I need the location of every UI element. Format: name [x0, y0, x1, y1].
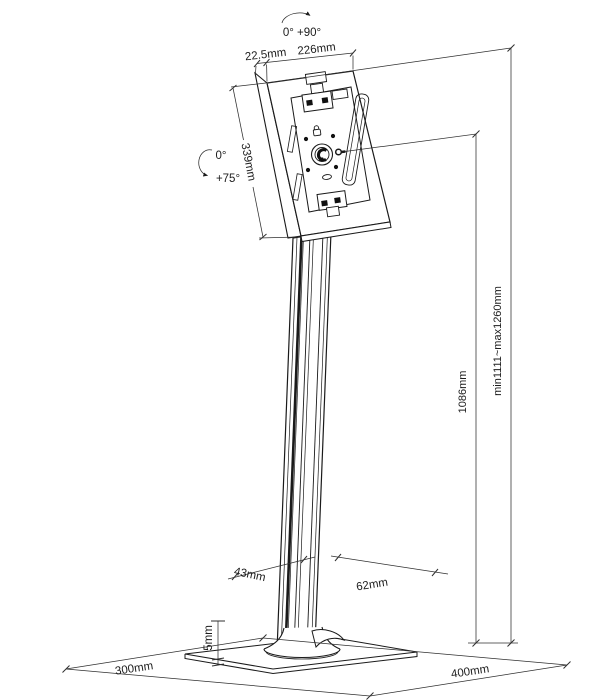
- pole-height-label: 1086mm: [457, 371, 469, 414]
- bottom-clamp-screw: [321, 200, 328, 207]
- tilt-range-label: +75°: [216, 173, 240, 185]
- left-slot: [292, 173, 303, 201]
- top-clamp-screw: [306, 99, 313, 106]
- key: [334, 148, 346, 156]
- head-width-dimension: 22.5mm 226mm: [244, 41, 357, 82]
- side-slot: [341, 93, 370, 186]
- pole-section-dimension: 43mm 62mm: [227, 553, 449, 594]
- tablet-enclosure: [254, 70, 392, 243]
- rotate-arrow-icon: [281, 11, 311, 24]
- base-cover-rim: [263, 648, 341, 659]
- base-cover: [263, 626, 346, 660]
- top-clamp: [301, 71, 334, 113]
- lock-cam: [316, 148, 328, 162]
- padlock-icon: [312, 125, 322, 137]
- overall-height-label: min1111~max1260mm: [492, 286, 504, 396]
- pole-height-dimension: 1086mm: [344, 130, 518, 647]
- screw-hole: [333, 164, 339, 170]
- pole-depth-label: 43mm: [233, 566, 267, 584]
- base-thickness-dimension: 5mm: [203, 620, 225, 667]
- dimensions: 0° +90° 22.5mm 226mm 339mm 0°: [62, 11, 571, 700]
- base-thickness-label: 5mm: [203, 625, 215, 651]
- head-height-label: 339mm: [238, 142, 257, 182]
- screw-hole: [303, 136, 309, 142]
- pole-body: [276, 231, 332, 652]
- cable-slot: [322, 174, 332, 180]
- left-slot: [286, 125, 298, 153]
- bottom-clamp: [316, 190, 348, 218]
- screw-hole: [330, 133, 336, 139]
- base-footprint-dimension: 300mm 400mm: [62, 634, 571, 700]
- tilt-zero-label: 0°: [216, 150, 227, 162]
- lock-inner-ring: [314, 147, 330, 162]
- base-width-label: 400mm: [450, 663, 490, 681]
- head-depth-label: 22.5mm: [244, 47, 287, 64]
- enclosure-bottom-edge: [300, 221, 392, 243]
- pole-width-label: 62mm: [355, 577, 388, 594]
- bottom-clamp-screw: [334, 197, 341, 204]
- base-plate-thickness: [184, 652, 418, 675]
- pole: [276, 231, 332, 652]
- rotation-range-label: 0° +90°: [283, 27, 321, 39]
- overall-height-dimension: min1111~max1260mm: [266, 44, 515, 647]
- screw-hole: [305, 167, 311, 173]
- lock: [303, 133, 339, 173]
- head-width-label: 226mm: [297, 41, 336, 57]
- tilt-arrow-icon: [198, 149, 213, 177]
- top-clamp-screw: [321, 97, 329, 104]
- camera-cutout: [331, 88, 349, 101]
- base-depth-label: 300mm: [114, 660, 154, 678]
- pole-dark-ridge: [284, 236, 303, 650]
